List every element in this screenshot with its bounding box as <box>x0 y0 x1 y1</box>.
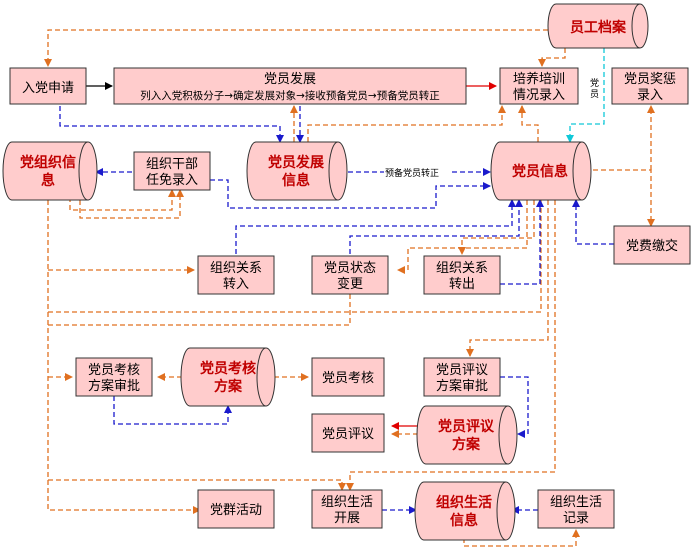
edge-info-to-transfer-out <box>458 200 535 255</box>
edge-info-to-training <box>518 105 539 142</box>
node-training-record-line2: 情况录入 <box>513 88 565 103</box>
edge-info-to-assess <box>48 200 542 313</box>
node-cadre-appointment-line1: 组织干部 <box>146 157 198 172</box>
edge-transferin-to-info <box>235 199 516 254</box>
node-assessment-approval-line2: 方案审批 <box>88 378 140 394</box>
node-status-change-line1: 党员状态 <box>324 261 376 276</box>
edge-org-trunk-to-activity <box>47 200 201 514</box>
db-development-info-line2: 信息 <box>282 172 310 189</box>
db-assessment-plan-line2: 方案 <box>214 378 243 395</box>
db-assessment-plan[interactable] <box>180 347 276 407</box>
edge-info-to-status <box>397 200 528 274</box>
node-life-record[interactable] <box>537 489 615 529</box>
node-transfer-out-line1: 组织关系 <box>436 261 488 276</box>
label-member-char-1: 党 <box>590 77 599 89</box>
node-party-application-label: 入党申请 <box>22 81 74 96</box>
edge-devinfo-to-training <box>307 105 506 142</box>
node-member-development-steps: 列入入党积极分子→确定发展对象→接收预备党员→预备党员转正 <box>140 89 439 102</box>
db-employee-archive-label: 员工档案 <box>570 19 627 36</box>
edge-info-to-life <box>346 200 556 491</box>
edge-org-to-status <box>48 294 351 326</box>
node-training-record-line1: 培养培训 <box>513 71 565 87</box>
node-transfer-in-line1: 组织关系 <box>210 261 262 276</box>
node-cadre-appointment-line2: 任免录入 <box>146 173 198 188</box>
node-rewards-entry-line1: 党员奖惩 <box>624 72 676 87</box>
node-life-conduct[interactable] <box>311 489 383 529</box>
node-life-record-line1: 组织生活 <box>550 495 602 510</box>
edge-approve-to-assessplan <box>113 396 232 425</box>
edge-archive-to-info <box>566 48 605 143</box>
node-member-evaluation-label: 党员评议 <box>322 427 374 442</box>
db-party-org-info-line2: 息 <box>41 172 55 189</box>
node-member-development[interactable] <box>113 67 467 105</box>
db-evaluation-plan-line2: 方案 <box>452 436 481 453</box>
node-dues-payment-label: 党费缴交 <box>626 238 678 254</box>
edge-appoint-to-info <box>210 179 491 209</box>
node-status-change[interactable] <box>311 255 389 295</box>
db-party-org-info-line1: 党组织信 <box>20 154 76 171</box>
edge-application-to-devinfo <box>59 106 284 143</box>
node-member-assessment[interactable] <box>311 357 385 397</box>
db-life-info-line1: 组织生活 <box>436 494 492 511</box>
db-party-org-info[interactable] <box>2 141 98 201</box>
node-member-evaluation[interactable] <box>311 413 385 453</box>
edge-archive-to-training <box>538 48 566 67</box>
node-life-conduct-line2: 开展 <box>334 511 360 526</box>
db-development-info-line1: 党员发展 <box>268 154 324 171</box>
db-assessment-plan-line1: 党员考核 <box>200 360 256 377</box>
edge-transferout-to-info <box>500 199 544 285</box>
edge-info-to-dues <box>593 169 655 227</box>
node-evaluation-approval[interactable] <box>423 357 501 397</box>
node-party-application[interactable] <box>9 67 87 105</box>
node-training-record[interactable] <box>499 67 579 105</box>
db-evaluation-plan-line1: 党员评议 <box>438 418 495 435</box>
db-life-info-line2: 信息 <box>450 512 478 529</box>
node-assessment-approval[interactable] <box>75 357 153 397</box>
node-transfer-out[interactable] <box>423 255 501 295</box>
node-dues-payment[interactable] <box>613 225 691 265</box>
node-member-assessment-label: 党员考核 <box>322 371 374 386</box>
node-evaluation-approval-line2: 方案审批 <box>436 378 488 394</box>
edge-lifeinfo-to-record <box>463 529 580 547</box>
edge-org-to-appoint <box>69 189 176 211</box>
db-member-info-label: 党员信息 <box>512 163 568 180</box>
node-rewards-entry[interactable] <box>611 67 689 105</box>
node-status-change-line2: 变更 <box>337 276 363 292</box>
edge-dues-to-info <box>572 199 614 245</box>
node-mass-activities[interactable] <box>197 489 275 529</box>
node-transfer-in-line2: 转入 <box>223 277 249 292</box>
node-life-record-line2: 记录 <box>563 511 589 526</box>
node-transfer-out-line2: 转出 <box>449 277 475 292</box>
edge-info-to-eval-approve <box>466 200 549 357</box>
node-life-conduct-line1: 组织生活 <box>321 495 373 510</box>
edge-org-to-appoint-2 <box>79 189 184 219</box>
node-evaluation-approval-line1: 党员评议 <box>436 363 488 378</box>
edge-evalapprove-to-evalplan <box>500 376 529 438</box>
node-cadre-appointment[interactable] <box>133 151 211 191</box>
node-transfer-in[interactable] <box>197 255 275 295</box>
label-probation-to-full: 预备党员转正 <box>385 167 439 179</box>
node-member-development-label: 党员发展 <box>264 71 316 87</box>
node-assessment-approval-line1: 党员考核 <box>88 363 140 378</box>
node-mass-activities-label: 党群活动 <box>210 503 262 518</box>
edge-status-to-info <box>349 199 523 254</box>
edge-info-to-life-2 <box>48 479 346 491</box>
node-rewards-entry-line2: 录入 <box>637 88 663 103</box>
edge-archive-to-application <box>44 29 548 67</box>
label-member-char-2: 员 <box>590 89 599 100</box>
